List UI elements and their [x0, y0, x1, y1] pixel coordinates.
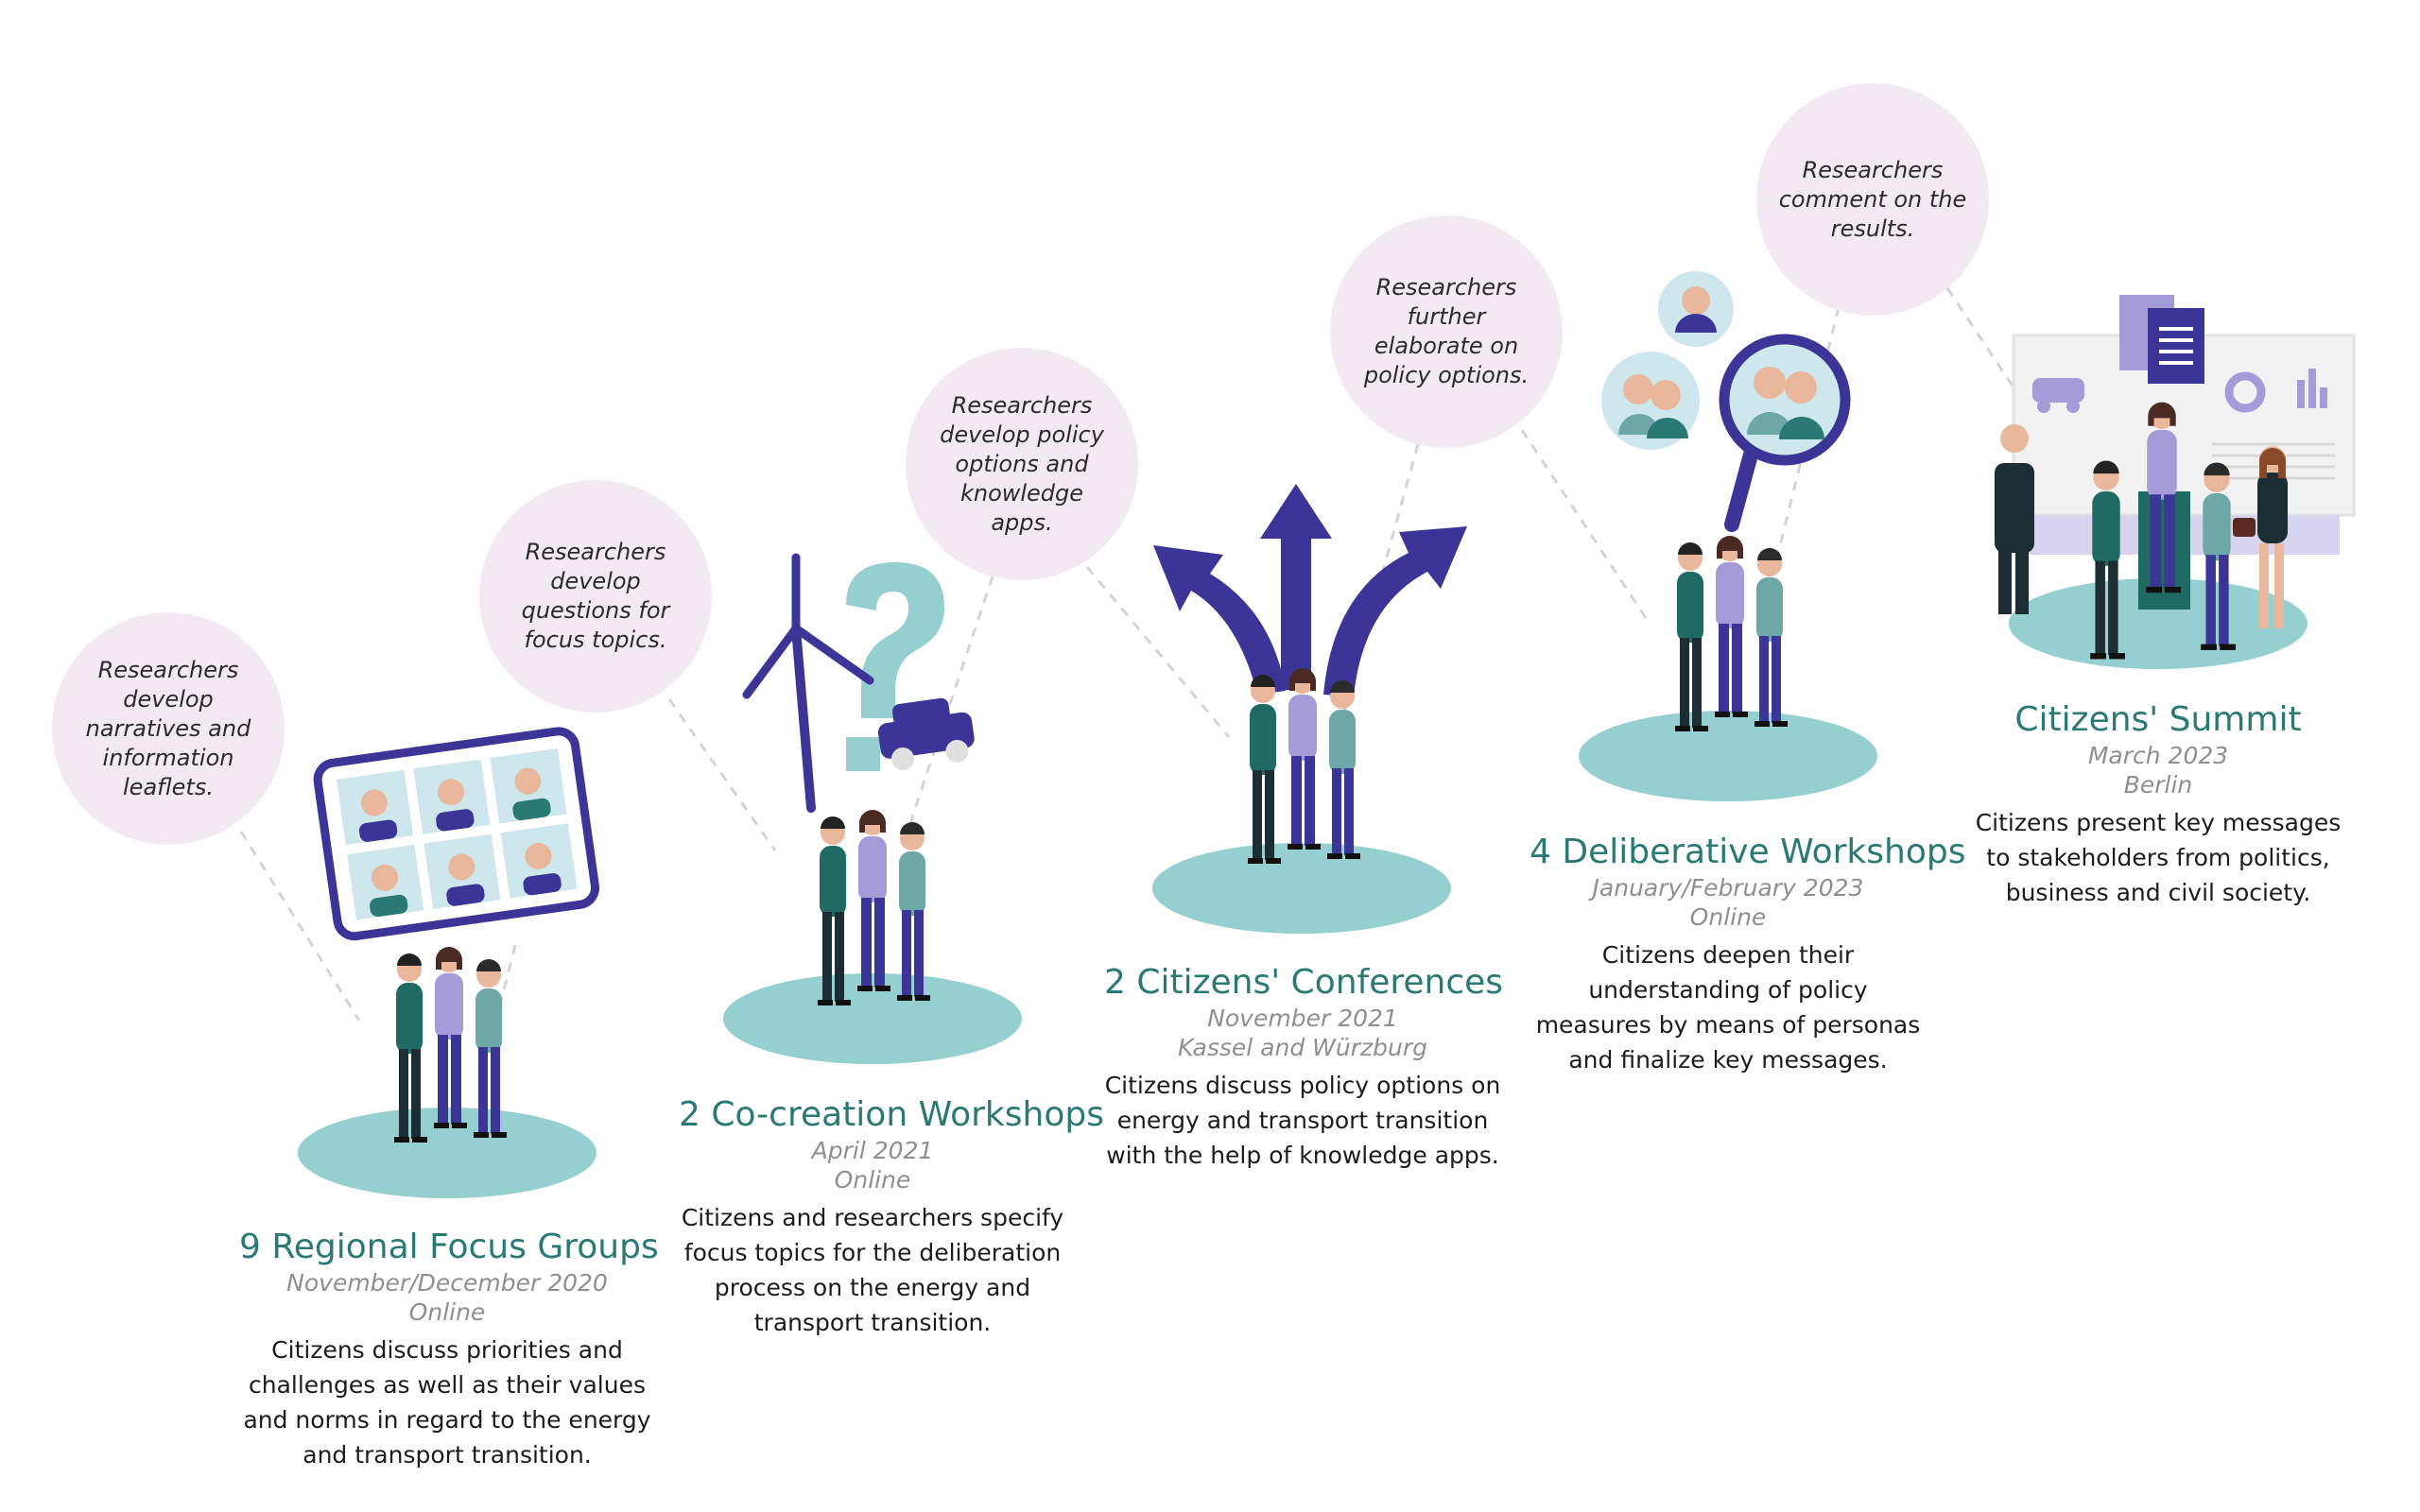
- stage-place: Berlin: [2123, 771, 2193, 799]
- conferences-illustration: [1152, 484, 1467, 934]
- stage-place: Kassel and Würzburg: [1178, 1034, 1427, 1061]
- stage-description: Citizens present key messages to stakeho…: [1975, 809, 2342, 906]
- stage-description: Citizens deepen their understanding of p…: [1535, 941, 1921, 1074]
- co-creation-illustration: [723, 553, 1022, 1064]
- deliberative-illustration: [1579, 271, 1877, 801]
- stage-focus-groups: 9 Regional Focus Groups November/Decembe…: [239, 1227, 659, 1472]
- stage-date: November 2021: [1207, 1005, 1398, 1032]
- researcher-bubble-1-text: Researchers develop narratives and infor…: [85, 656, 251, 800]
- stage-title: 9 Regional Focus Groups: [239, 1228, 659, 1266]
- stage-date: January/February 2023: [1592, 874, 1864, 902]
- researcher-bubble-3-text: Researchers develop policy options and k…: [940, 391, 1104, 536]
- researcher-bubble-1: Researchers develop narratives and infor…: [52, 612, 285, 845]
- stage-date: November/December 2020: [286, 1269, 608, 1297]
- stage-title: 2 Citizens' Conferences: [1104, 963, 1504, 1002]
- stage-co-creation: 2 Co-creation Workshops April 2021 Onlin…: [679, 1094, 1104, 1340]
- researcher-bubble-4: Researchers further elaborate on policy …: [1330, 215, 1563, 448]
- stage-place: Online: [408, 1298, 486, 1326]
- researcher-bubble-5: Researchers comment on the results.: [1756, 83, 1989, 316]
- stage-summit: Citizens' Summit March 2023 Berlin Citiz…: [1964, 699, 2352, 910]
- stage-place: Online: [834, 1166, 911, 1194]
- researcher-bubble-2-text: Researchers develop questions for focus …: [521, 539, 670, 653]
- stage-title: Citizens' Summit: [2014, 700, 2302, 739]
- stage-description: Citizens discuss priorities and challeng…: [243, 1336, 651, 1469]
- stage-conferences: 2 Citizens' Conferences November 2021 Ka…: [1104, 962, 1504, 1173]
- researcher-bubble-3: Researchers develop policy options and k…: [906, 348, 1138, 580]
- researcher-bubble-2: Researchers develop questions for focus …: [479, 480, 712, 713]
- focus-groups-illustration: [298, 727, 600, 1198]
- stage-date: March 2023: [2087, 742, 2229, 769]
- stage-description: Citizens and researchers specify focus t…: [681, 1204, 1064, 1336]
- stage-deliberative: 4 Deliberative Workshops January/Februar…: [1530, 832, 1966, 1077]
- stage-description: Citizens discuss policy options on energ…: [1104, 1072, 1501, 1169]
- stage-date: April 2021: [811, 1137, 934, 1164]
- researcher-bubble-4-text: Researchers further elaborate on policy …: [1363, 274, 1530, 388]
- stage-title: 2 Co-creation Workshops: [679, 1095, 1104, 1134]
- stage-place: Online: [1689, 903, 1767, 931]
- researcher-bubble-5-text: Researchers comment on the results.: [1778, 156, 1967, 242]
- summit-illustration: [1995, 295, 2356, 669]
- stage-title: 4 Deliberative Workshops: [1530, 833, 1966, 871]
